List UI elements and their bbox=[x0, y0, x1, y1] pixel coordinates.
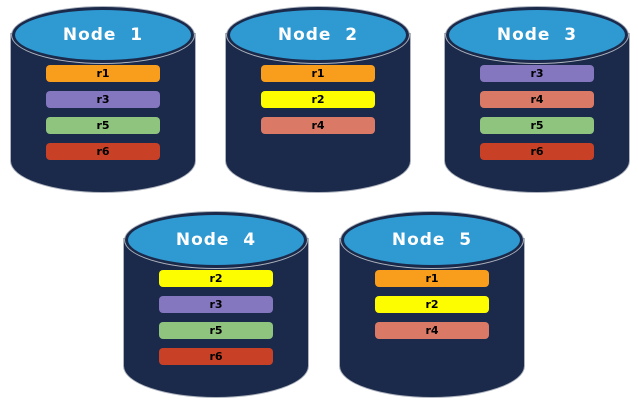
node-title: Node 1 bbox=[62, 25, 144, 45]
replica-bar: r5 bbox=[480, 117, 594, 134]
replica-bar: r1 bbox=[46, 65, 160, 82]
node-cylinder-2: Node 2 r1 r2 r4 bbox=[225, 5, 411, 193]
node-title: Node 5 bbox=[391, 230, 473, 250]
replica-bar: r2 bbox=[261, 91, 375, 108]
replica-bar: r1 bbox=[261, 65, 375, 82]
replica-bar: r6 bbox=[159, 348, 273, 365]
node-cylinder-4: Node 4 r2 r3 r5 r6 bbox=[123, 210, 309, 398]
cylinder-top-ellipse: Node 5 bbox=[341, 212, 523, 268]
cylinder-top-ellipse: Node 3 bbox=[446, 7, 628, 63]
replica-bar: r5 bbox=[46, 117, 160, 134]
replica-list: r1 r3 r5 r6 bbox=[10, 65, 196, 160]
node-title: Node 2 bbox=[277, 25, 359, 45]
replica-bar: r3 bbox=[480, 65, 594, 82]
node-title: Node 4 bbox=[175, 230, 257, 250]
node-title: Node 3 bbox=[496, 25, 578, 45]
replica-list: r1 r2 r4 bbox=[225, 65, 411, 134]
replica-bar: r5 bbox=[159, 322, 273, 339]
cylinder-top-ellipse: Node 4 bbox=[125, 212, 307, 268]
cylinder-top-ellipse: Node 2 bbox=[227, 7, 409, 63]
replica-bar: r6 bbox=[480, 143, 594, 160]
cylinder-top-ellipse: Node 1 bbox=[12, 7, 194, 63]
replica-bar: r2 bbox=[375, 296, 489, 313]
node-cylinder-5: Node 5 r1 r2 r4 bbox=[339, 210, 525, 398]
node-cylinder-1: Node 1 r1 r3 r5 r6 bbox=[10, 5, 196, 193]
replica-bar: r3 bbox=[159, 296, 273, 313]
replica-bar: r3 bbox=[46, 91, 160, 108]
replica-bar: r2 bbox=[159, 270, 273, 287]
replica-bar: r4 bbox=[261, 117, 375, 134]
replica-bar: r1 bbox=[375, 270, 489, 287]
replica-bar: r6 bbox=[46, 143, 160, 160]
replica-bar: r4 bbox=[375, 322, 489, 339]
replica-list: r3 r4 r5 r6 bbox=[444, 65, 630, 160]
replica-list: r1 r2 r4 bbox=[339, 270, 525, 339]
replica-bar: r4 bbox=[480, 91, 594, 108]
node-cylinder-3: Node 3 r3 r4 r5 r6 bbox=[444, 5, 630, 193]
replica-list: r2 r3 r5 r6 bbox=[123, 270, 309, 365]
